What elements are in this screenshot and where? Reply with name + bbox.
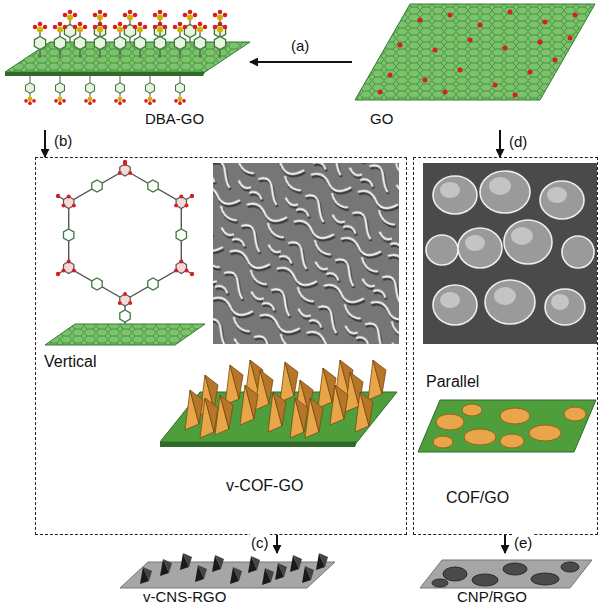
step-label-holder: (e) (513, 534, 533, 552)
step-label: (e) (513, 534, 533, 552)
dba-go-sheet: DBA-GO (5, 2, 250, 130)
node-label: Parallel (426, 372, 479, 391)
node-label: COF/GO (446, 488, 509, 507)
node-label: GO (370, 110, 393, 128)
process-arrow (504, 535, 506, 553)
step-label-holder: (a) (290, 37, 310, 55)
step-label: (b) (53, 132, 73, 150)
process-arrow (44, 130, 46, 157)
step-label-holder: (c) (250, 534, 270, 552)
go-sheet: GO (352, 2, 597, 130)
node-label: DBA-GO (145, 110, 204, 128)
node-label: v-COF-GO (226, 476, 303, 495)
node-label: Vertical (44, 352, 96, 371)
process-arrow (250, 61, 352, 63)
process-arrow (276, 535, 278, 553)
parallel-panel: ParallelCOF/GO (413, 157, 598, 535)
step-label-holder: (b) (53, 132, 73, 150)
v-cns-rgo-sheet: v-CNS-RGO (115, 553, 345, 609)
vertical-panel: Vertical v-COF-GO (35, 157, 407, 535)
node-label: v-CNS-RGO (143, 588, 226, 606)
step-label: (d) (508, 133, 528, 151)
node-label: CNP/RGO (457, 588, 527, 606)
step-label: (a) (290, 37, 310, 55)
step-label-holder: (d) (508, 133, 528, 151)
step-label: (c) (250, 534, 270, 552)
cnp-rgo-sheet: CNP/RGO (415, 553, 597, 609)
process-arrow (499, 130, 501, 157)
